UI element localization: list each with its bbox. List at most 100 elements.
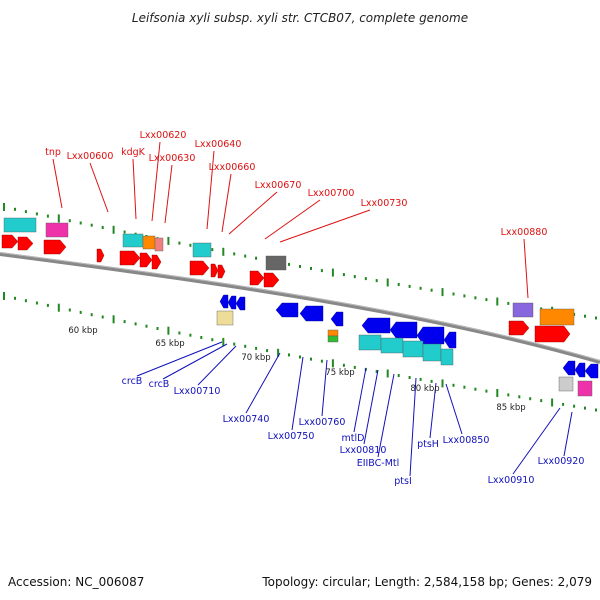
scale-tick-major — [441, 288, 444, 297]
cds-reverse-arrow[interactable] — [389, 321, 418, 339]
gene-label-lxx00600[interactable]: Lxx00600 — [67, 151, 114, 162]
scale-tick-minor — [14, 296, 16, 300]
gene-label-lxx00810[interactable]: Lxx00810 — [340, 445, 387, 456]
feature-orange-box[interactable] — [142, 235, 156, 250]
gene-label-lxx00700[interactable]: Lxx00700 — [308, 188, 355, 199]
scale-tick-minor — [255, 256, 258, 260]
cds-reverse-arrow[interactable] — [443, 331, 457, 349]
feature-magenta-box[interactable] — [45, 222, 69, 238]
cds-reverse-arrow[interactable] — [275, 302, 299, 318]
scale-tick-minor — [507, 393, 510, 397]
feature-orange-box[interactable] — [539, 308, 575, 326]
feature-gray-box[interactable] — [265, 255, 287, 271]
cds-reverse-arrow[interactable] — [219, 294, 229, 309]
gene-label-kdgk[interactable]: kdgK — [121, 147, 146, 158]
cds-reverse-arrow[interactable] — [574, 362, 586, 378]
cds-reverse-arrow[interactable] — [330, 311, 344, 327]
gene-label-lxx00730[interactable]: Lxx00730 — [361, 198, 408, 209]
feature-orange-box[interactable] — [327, 329, 339, 337]
scale-label: 80 kbp — [410, 384, 439, 394]
cds-forward-arrow[interactable] — [139, 252, 153, 268]
leader-lxx00640 — [206, 150, 215, 230]
gene-label-ptsh[interactable]: ptsH — [417, 439, 439, 450]
feature-cyan-box[interactable] — [192, 242, 212, 258]
cds-forward-arrow[interactable] — [263, 272, 280, 288]
cds-forward-arrow[interactable] — [43, 239, 67, 255]
gene-label-crcb-2[interactable]: crcB — [149, 379, 170, 390]
scale-tick-minor — [288, 262, 290, 266]
scale-tick-minor — [310, 267, 312, 270]
gene-label-ptsi[interactable]: ptsI — [394, 476, 412, 487]
leader-lxx00670 — [228, 191, 278, 235]
gene-label-mtld[interactable]: mtlD — [342, 433, 365, 444]
feature-cyan-box[interactable] — [402, 340, 424, 358]
feature-cyan-box[interactable] — [3, 217, 37, 233]
gene-label-lxx00740[interactable]: Lxx00740 — [223, 414, 270, 425]
cds-forward-arrow[interactable] — [151, 254, 162, 270]
gene-label-lxx00920[interactable]: Lxx00920 — [538, 456, 585, 467]
scale-tick-minor — [430, 379, 433, 383]
feature-magenta-box[interactable] — [577, 380, 593, 397]
cds-reverse-arrow[interactable] — [227, 295, 237, 310]
scale-tick-major — [112, 225, 115, 234]
gene-label-lxx00880[interactable]: Lxx00880 — [501, 227, 548, 238]
scale-tick-minor — [353, 365, 356, 369]
feature-cyan-box[interactable] — [380, 337, 404, 354]
scale-tick-minor — [452, 383, 455, 387]
cds-forward-arrow[interactable] — [1, 234, 19, 249]
scale-tick-minor — [178, 331, 181, 335]
scale-tick-minor — [584, 406, 586, 410]
scale-tick-minor — [485, 389, 488, 393]
feature-khaki-box[interactable] — [216, 310, 234, 326]
feature-cyan-box[interactable] — [440, 348, 454, 366]
cds-forward-arrow[interactable] — [17, 236, 34, 251]
feature-lightgray-box[interactable] — [558, 376, 574, 392]
cds-reverse-arrow[interactable] — [584, 363, 599, 379]
feature-cyan-box[interactable] — [122, 233, 144, 248]
feature-salmon-box[interactable] — [154, 237, 164, 252]
feature-cyan-box[interactable] — [422, 343, 442, 362]
cds-forward-arrow[interactable] — [249, 270, 265, 286]
gene-label-lxx00710[interactable]: Lxx00710 — [174, 386, 221, 397]
gene-label-lxx00630[interactable]: Lxx00630 — [149, 153, 196, 164]
scale-tick-minor — [485, 298, 488, 302]
cds-forward-arrow[interactable] — [96, 248, 105, 263]
scale-tick-major — [277, 348, 280, 357]
gene-label-lxx00660[interactable]: Lxx00660 — [209, 162, 256, 173]
cds-forward-arrow[interactable] — [189, 260, 210, 276]
gene-label-lxx00620[interactable]: Lxx00620 — [140, 130, 187, 141]
cds-forward-arrow[interactable] — [119, 250, 141, 266]
scale-tick-minor — [244, 344, 247, 348]
leader-lxx00700 — [264, 199, 321, 240]
scale-tick-minor — [211, 248, 214, 252]
gene-label-lxx00750[interactable]: Lxx00750 — [268, 431, 315, 442]
gene-label-lxx00640[interactable]: Lxx00640 — [195, 139, 242, 150]
cds-forward-arrow[interactable] — [217, 264, 226, 279]
gene-label-eiibc-mtl[interactable]: EIIBC-Mtl — [357, 458, 400, 469]
scale-tick-minor — [211, 338, 214, 342]
cds-forward-arrow[interactable] — [210, 263, 219, 278]
cds-reverse-arrow[interactable] — [235, 296, 246, 311]
cds-reverse-arrow[interactable] — [562, 360, 576, 376]
gene-label-crcb-1[interactable]: crcB — [122, 376, 143, 387]
gene-label-lxx00760[interactable]: Lxx00760 — [299, 417, 346, 428]
gene-label-lxx00670[interactable]: Lxx00670 — [255, 180, 302, 191]
cds-forward-arrow[interactable] — [508, 320, 530, 336]
cds-forward-arrow[interactable] — [534, 325, 571, 343]
scale-tick-minor — [90, 313, 93, 317]
feature-purple-box[interactable] — [512, 302, 534, 318]
gene-label-lxx00850[interactable]: Lxx00850 — [443, 435, 490, 446]
feature-cyan-box[interactable] — [358, 334, 382, 351]
scale-tick-minor — [46, 303, 49, 307]
scale-tick-major — [167, 236, 170, 245]
scale-tick-minor — [518, 395, 521, 399]
cds-reverse-arrow[interactable] — [361, 317, 391, 334]
cds-reverse-arrow[interactable] — [299, 305, 324, 322]
scale-tick-minor — [134, 322, 137, 326]
scale-tick-minor — [255, 346, 258, 350]
gene-label-tnp[interactable]: tnp — [45, 147, 61, 158]
gene-label-lxx00910[interactable]: Lxx00910 — [488, 475, 535, 486]
leader-lxx00660 — [221, 173, 232, 233]
feature-green-box[interactable] — [327, 335, 339, 343]
